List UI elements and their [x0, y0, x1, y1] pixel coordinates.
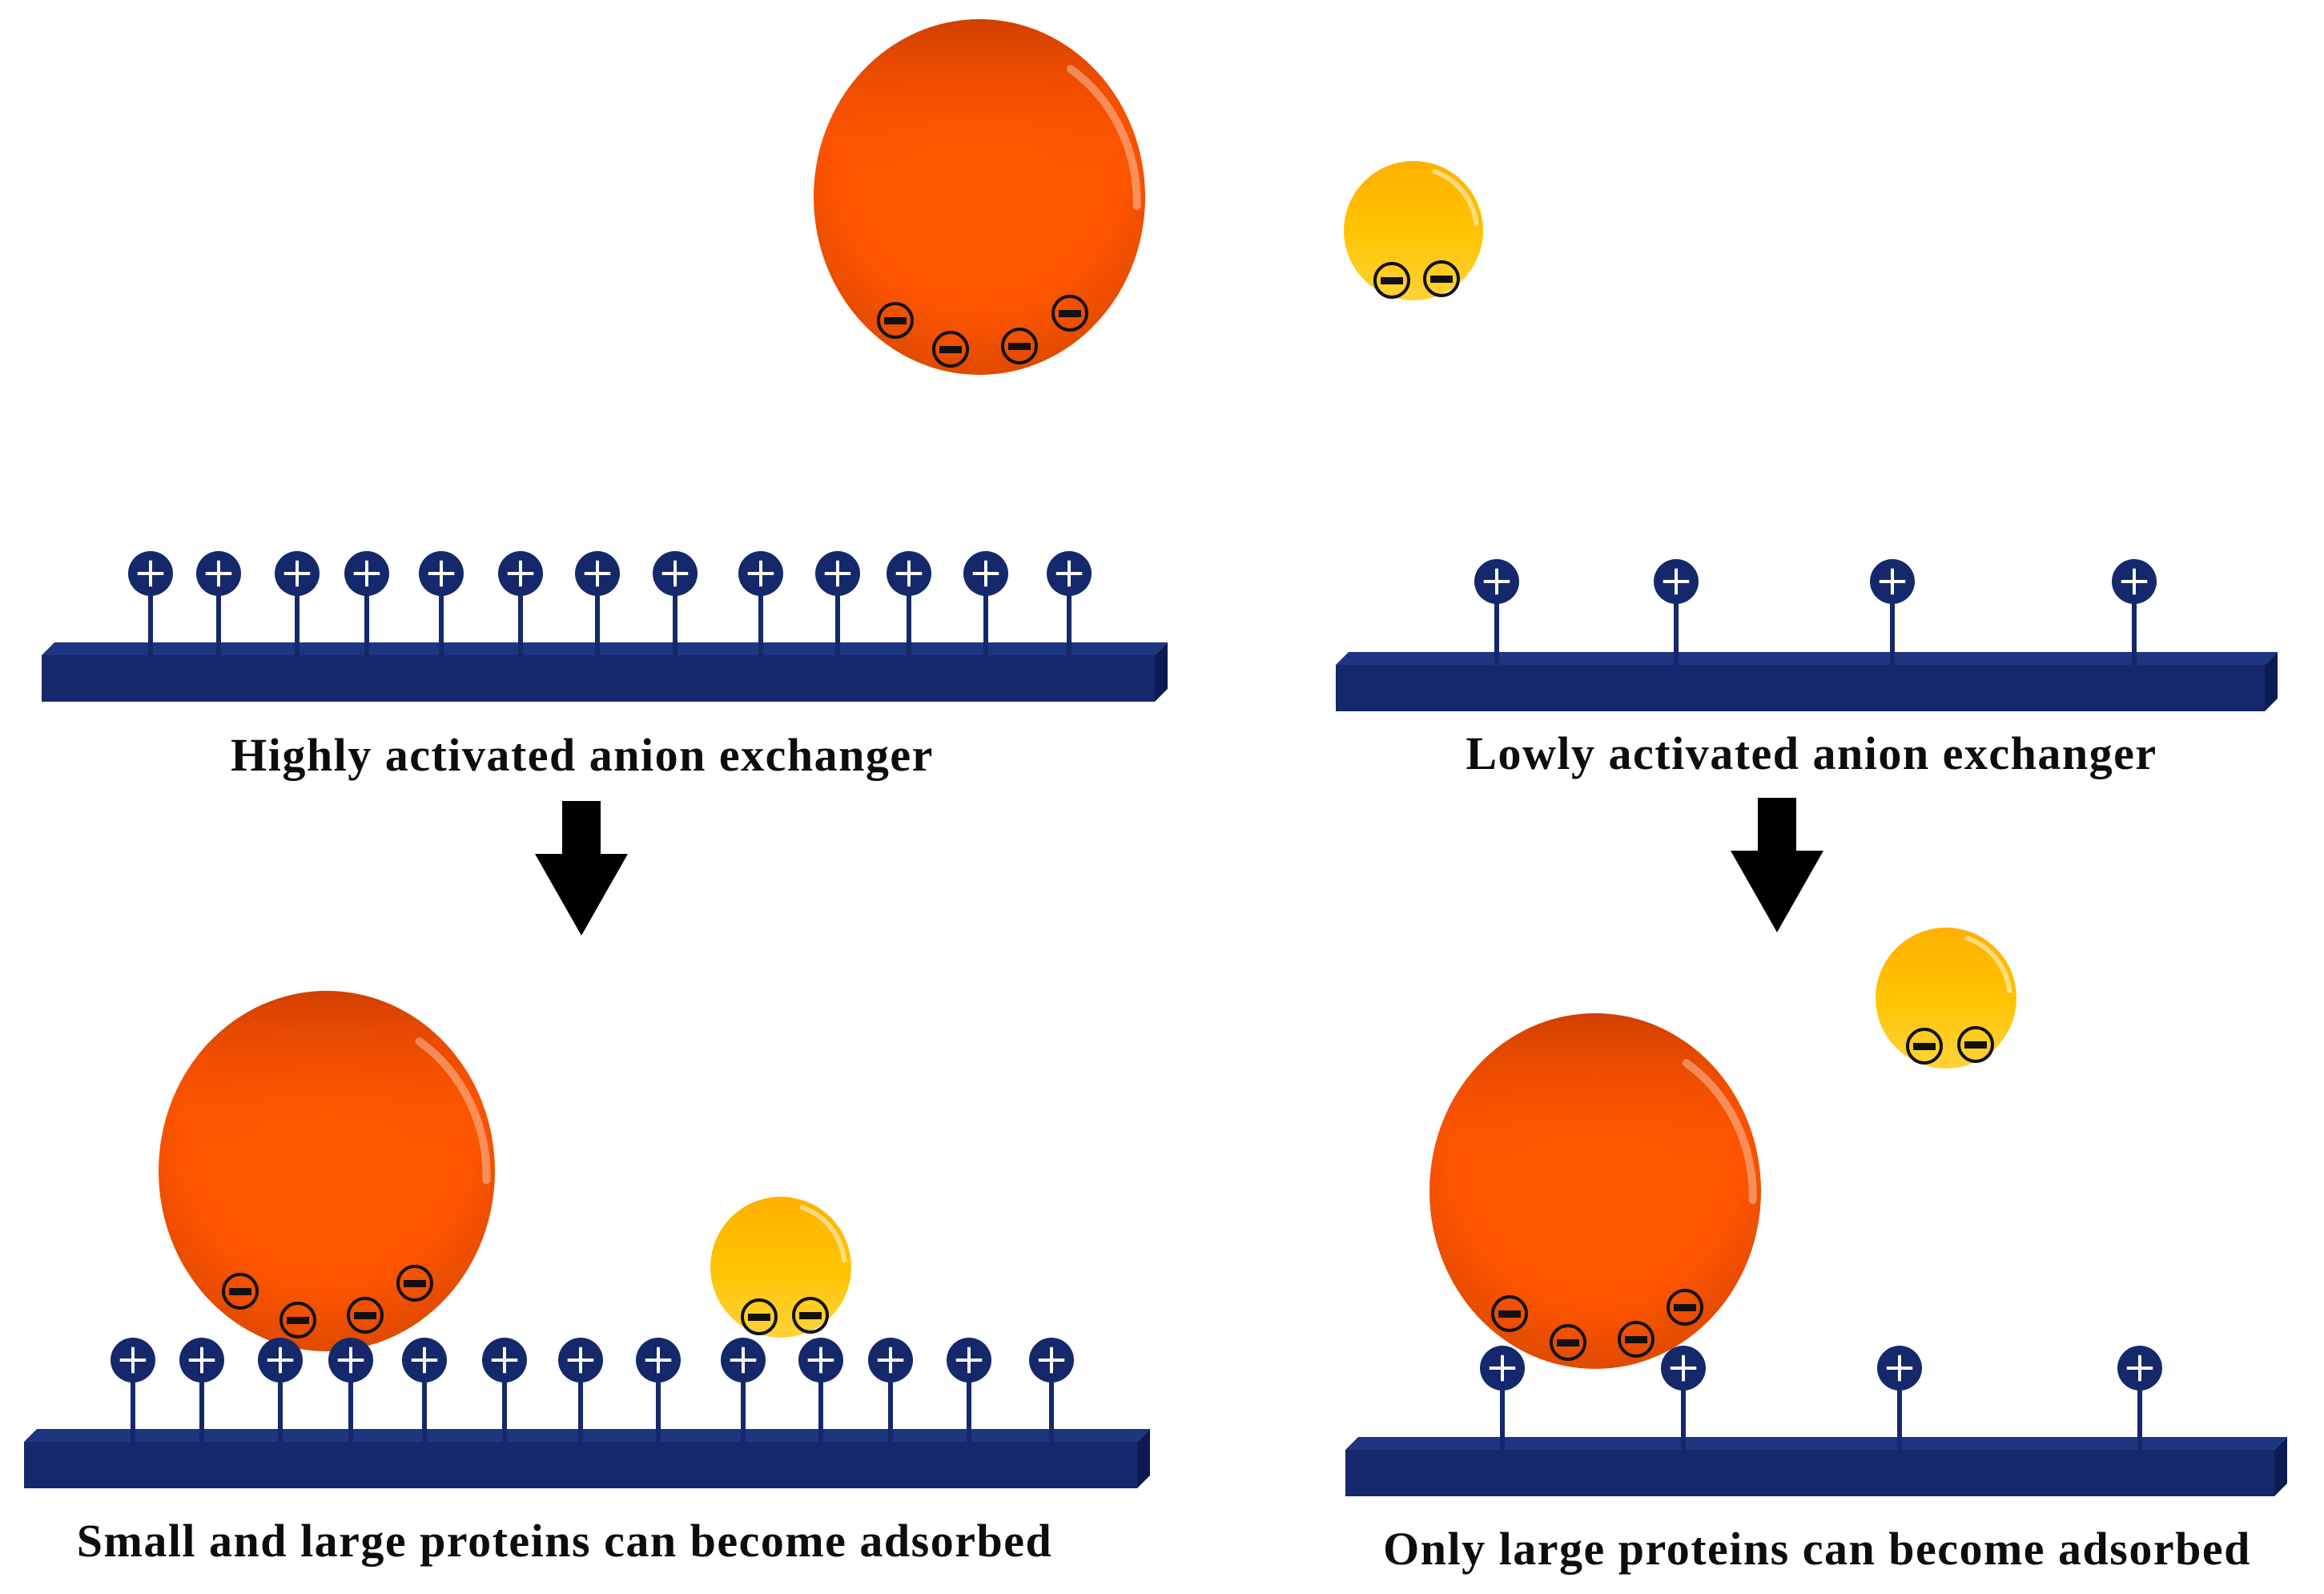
plus-circle-icon [111, 1338, 155, 1443]
down-arrow-left [535, 801, 628, 936]
plus-circle-icon [1029, 1338, 1074, 1443]
small-protein-adsorbed [710, 1197, 851, 1338]
plus-circle-icon [1474, 559, 1519, 666]
plus-circle-icon [2112, 559, 2157, 666]
minus-circle-icon [1373, 262, 1410, 299]
plus-circle-icon [868, 1338, 913, 1443]
plus-circle-icon [1654, 559, 1699, 666]
small-protein-free [1344, 161, 1483, 300]
minus-circle-icon [1906, 1028, 1943, 1065]
minus-circle-icon [222, 1273, 259, 1310]
large-protein-adsorbed-left [159, 991, 495, 1351]
plus-circle-icon [419, 551, 464, 657]
plus-circle-icon [947, 1338, 991, 1443]
minus-circle-icon [396, 1265, 433, 1302]
minus-circle-icon [279, 1302, 316, 1338]
minus-circle-icon [1550, 1324, 1586, 1361]
exchanger-bar-both-adsorbed [24, 1429, 1150, 1488]
caption-small-and-large-adsorbed: Small and large proteins can become adso… [76, 1515, 1053, 1567]
minus-circle-icon [877, 302, 914, 339]
minus-circle-icon [741, 1298, 778, 1335]
plus-circle-icon [196, 551, 241, 657]
plus-circle-icon [738, 551, 783, 657]
exchanger-bar-only-large-adsorbed [1345, 1437, 2287, 1496]
exchanger-bar-lowly-activated [1336, 652, 2278, 711]
plus-circle-icon [963, 551, 1008, 657]
plus-circle-icon [258, 1338, 303, 1443]
plus-circle-icon [128, 551, 173, 657]
plus-circle-icon [636, 1338, 681, 1443]
plus-circle-icon [482, 1338, 527, 1443]
plus-circle-icon [1480, 1346, 1525, 1451]
caption-only-large-adsorbed: Only large proteins can become adsorbed [1383, 1523, 2251, 1575]
plus-circle-icon [575, 551, 620, 657]
plus-circle-icon [558, 1338, 603, 1443]
plus-circle-icon [1661, 1346, 1706, 1451]
minus-circle-icon [1491, 1295, 1528, 1332]
minus-circle-icon [792, 1297, 829, 1334]
minus-circle-icon [347, 1297, 384, 1334]
plus-circle-icon [798, 1338, 843, 1443]
plus-circle-icon [1047, 551, 1092, 657]
large-protein-free [814, 19, 1145, 375]
minus-circle-icon [1001, 328, 1038, 364]
small-protein-not-adsorbed [1876, 928, 2016, 1069]
plus-circle-icon [887, 551, 931, 657]
minus-circle-icon [1618, 1321, 1655, 1358]
plus-circle-icon [721, 1338, 766, 1443]
caption-highly-activated: Highly activated anion exchanger [231, 729, 934, 781]
scene [24, 19, 2287, 1496]
minus-circle-icon [1957, 1026, 1994, 1063]
plus-circle-icon [179, 1338, 224, 1443]
plus-circle-icon [275, 551, 320, 657]
plus-circle-icon [498, 551, 543, 657]
plus-circle-icon [1870, 559, 1915, 666]
minus-circle-icon [932, 331, 969, 368]
caption-lowly-activated: Lowly activated anion exchanger [1466, 727, 2157, 779]
exchanger-bar-highly-activated [42, 642, 1168, 702]
plus-circle-icon [402, 1338, 447, 1443]
down-arrow-right [1731, 798, 1823, 932]
plus-circle-icon [653, 551, 698, 657]
plus-circle-icon [815, 551, 860, 657]
minus-circle-icon [1667, 1289, 1703, 1326]
minus-circle-icon [1423, 260, 1460, 297]
plus-circle-icon [2117, 1346, 2162, 1451]
minus-circle-icon [1051, 295, 1088, 332]
plus-circle-icon [328, 1338, 373, 1443]
large-protein-adsorbed-right [1429, 1013, 1761, 1369]
plus-circle-icon [1877, 1346, 1922, 1451]
plus-circle-icon [344, 551, 389, 657]
